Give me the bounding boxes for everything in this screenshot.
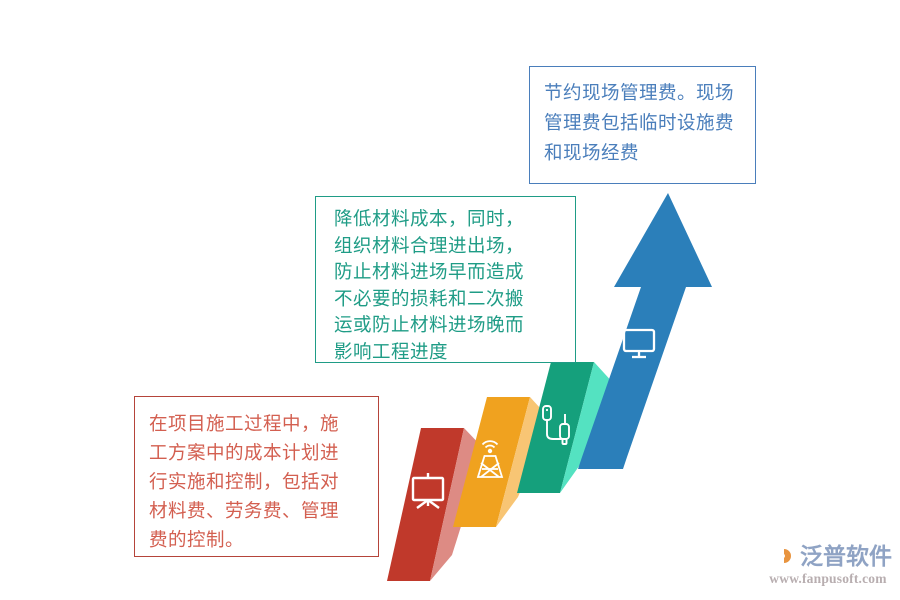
callout-blue-text: 节约现场管理费。现场 管理费包括临时设施费 和现场经费: [544, 84, 735, 164]
callout-box-teal: 降低材料成本，同时， 组织材料合理进出场， 防止材料进场早而造成 不必要的损耗和…: [315, 196, 576, 363]
step-orange-front: [453, 397, 530, 527]
brand-url: www.fanpusoft.com: [769, 570, 887, 586]
step-blue-arrow: [578, 193, 712, 469]
broadcast-tower-icon: [476, 440, 504, 478]
step-red-front: [387, 428, 464, 581]
blue-arrow-base-shadow: [578, 457, 627, 469]
callout-box-red: 在项目施工过程中，施 工方案中的成本计划进 行实施和控制，包括对 材料费、劳务费…: [134, 396, 379, 557]
step-teal-side: [560, 362, 615, 493]
callout-box-blue: 节约现场管理费。现场 管理费包括临时设施费 和现场经费: [529, 66, 756, 184]
fanpu-swoosh-logo-icon: [772, 543, 791, 568]
step-teal: [517, 362, 615, 493]
presentation-board-icon: [411, 473, 445, 509]
brand-row: 泛普软件: [764, 542, 892, 570]
brand-watermark: 泛普软件 www.fanpusoft.com: [762, 536, 894, 592]
monitor-icon: [622, 328, 656, 359]
callout-red-text: 在项目施工过程中，施 工方案中的成本计划进 行实施和控制，包括对 材料费、劳务费…: [149, 415, 340, 551]
blue-arrow-shape: [582, 193, 712, 457]
callout-teal-text: 降低材料成本，同时， 组织材料合理进出场， 防止材料进场早而造成 不必要的损耗和…: [334, 210, 525, 363]
brand-name: 泛普软件: [800, 542, 892, 569]
usb-cable-icon: [542, 405, 570, 445]
step-teal-front: [517, 362, 594, 493]
